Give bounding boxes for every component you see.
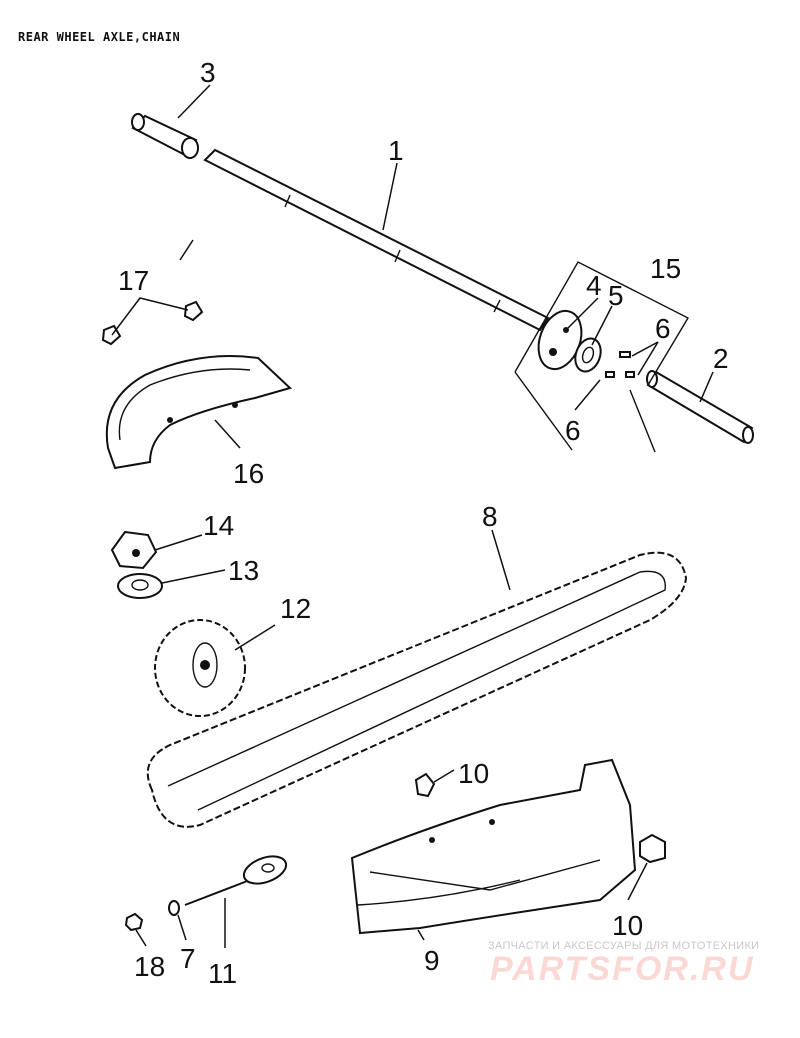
callout-9: 9 <box>424 945 440 976</box>
callout-16: 16 <box>233 458 264 489</box>
part-8-chain <box>146 551 688 828</box>
callout-7: 7 <box>180 943 196 974</box>
part-11-adjuster <box>184 855 288 906</box>
part-13-washer <box>117 573 163 599</box>
diagram-title: REAR WHEEL AXLE,CHAIN <box>18 30 181 44</box>
part-18-nut <box>124 912 144 932</box>
callout-13: 13 <box>228 555 259 586</box>
callout-2: 2 <box>713 343 729 374</box>
callout-17: 17 <box>118 265 149 296</box>
part-10-bolts <box>414 772 666 864</box>
part-7-lock-washer <box>168 900 180 916</box>
callout-labels: 1 2 3 4 5 6 6 7 8 9 10 10 11 12 13 14 15… <box>118 57 729 989</box>
callout-4: 4 <box>586 270 602 301</box>
callout-6-lower: 6 <box>565 415 581 446</box>
leader-lines <box>111 84 714 948</box>
callout-10-upper: 10 <box>458 758 489 789</box>
callout-10-lower: 10 <box>612 910 643 941</box>
callout-11: 11 <box>208 958 237 989</box>
callout-14: 14 <box>203 510 234 541</box>
callout-1: 1 <box>388 135 404 166</box>
part-9-chain-guard <box>350 758 637 935</box>
part-16-guard <box>105 355 292 470</box>
part-14-nut <box>110 530 158 570</box>
watermark-subtitle: ЗАПЧАСТИ И АКСЕССУАРЫ ДЛЯ МОТОТЕХНИКИ <box>488 940 760 952</box>
callout-18: 18 <box>134 951 165 982</box>
callout-8: 8 <box>482 501 498 532</box>
part-2-axle-end <box>646 370 754 444</box>
callout-5: 5 <box>608 280 624 311</box>
watermark-logo: PARTSFOR.RU <box>490 950 755 988</box>
callout-3: 3 <box>200 57 216 88</box>
callout-15: 15 <box>650 253 681 284</box>
callout-6-upper: 6 <box>655 313 671 344</box>
part-12-sprocket <box>154 619 246 717</box>
part-3-sleeve <box>131 113 199 159</box>
part-1-axle <box>203 148 550 332</box>
part-17-nuts <box>101 300 204 346</box>
callout-12: 12 <box>280 593 311 624</box>
